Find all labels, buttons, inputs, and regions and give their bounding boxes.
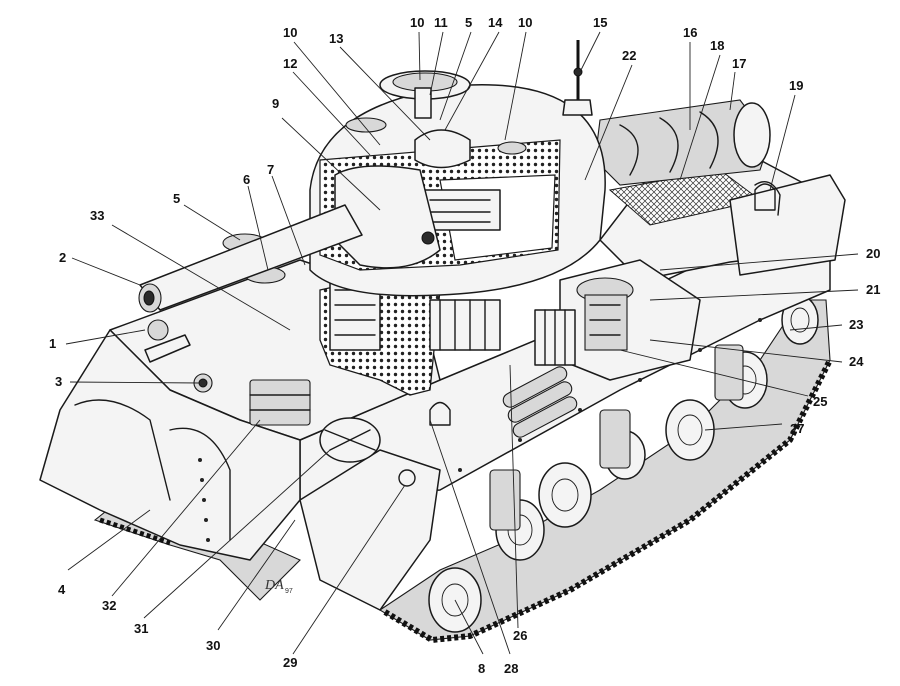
- signature-year: 97: [285, 588, 293, 595]
- callout-2: 2: [59, 250, 66, 265]
- callout-33: 33: [90, 208, 104, 223]
- callout-28: 28: [504, 661, 518, 676]
- callout-19: 19: [789, 78, 803, 93]
- callout-labels: 1 2 3 4 5 6 7 8 9 10 11 12 13 14 15 16 1…: [49, 15, 880, 676]
- callout-21: 21: [866, 282, 880, 297]
- callout-10-secondary: 10: [410, 15, 424, 30]
- callout-15: 15: [593, 15, 607, 30]
- callout-26: 26: [513, 628, 527, 643]
- callout-10: 10: [283, 25, 297, 40]
- callout-12: 12: [283, 56, 297, 71]
- callout-5: 5: [173, 191, 180, 206]
- callout-14: 14: [488, 15, 503, 30]
- lifting-eyes: [398, 183, 776, 487]
- callout-9: 9: [272, 96, 279, 111]
- ammunition-rounds: [502, 366, 578, 438]
- main-gun: [138, 204, 363, 393]
- callout-31: 31: [134, 621, 148, 636]
- artist-signature: DA 97: [264, 578, 293, 595]
- callout-23: 23: [849, 317, 863, 332]
- transmission-gears: [249, 379, 381, 463]
- callout-16: 16: [683, 25, 697, 40]
- callout-24: 24: [849, 354, 864, 369]
- engine-compartment: [534, 169, 762, 381]
- callout-17: 17: [732, 56, 746, 71]
- callout-5-secondary: 5: [465, 15, 472, 30]
- leader-lines: [65, 31, 859, 655]
- callout-22: 22: [622, 48, 636, 63]
- callout-18: 18: [710, 38, 724, 53]
- fighting-compartment: [249, 269, 578, 463]
- callout-13: 13: [329, 31, 343, 46]
- callout-27: 27: [790, 421, 804, 436]
- callout-3: 3: [55, 374, 62, 389]
- callout-30: 30: [206, 638, 220, 653]
- callout-29: 29: [283, 655, 297, 670]
- signature-initials: DA: [264, 578, 284, 593]
- turret: [309, 40, 606, 297]
- callout-10-tertiary: 10: [518, 15, 532, 30]
- road-wheels: [428, 295, 819, 633]
- callout-8: 8: [478, 661, 485, 676]
- callout-32: 32: [102, 598, 116, 613]
- callout-6: 6: [243, 172, 250, 187]
- callout-11: 11: [434, 15, 448, 30]
- callout-1: 1: [49, 336, 56, 351]
- rear-stowage: [594, 99, 846, 276]
- callout-7: 7: [267, 162, 274, 177]
- callout-4: 4: [58, 582, 66, 597]
- callout-25: 25: [813, 394, 827, 409]
- callout-20: 20: [866, 246, 880, 261]
